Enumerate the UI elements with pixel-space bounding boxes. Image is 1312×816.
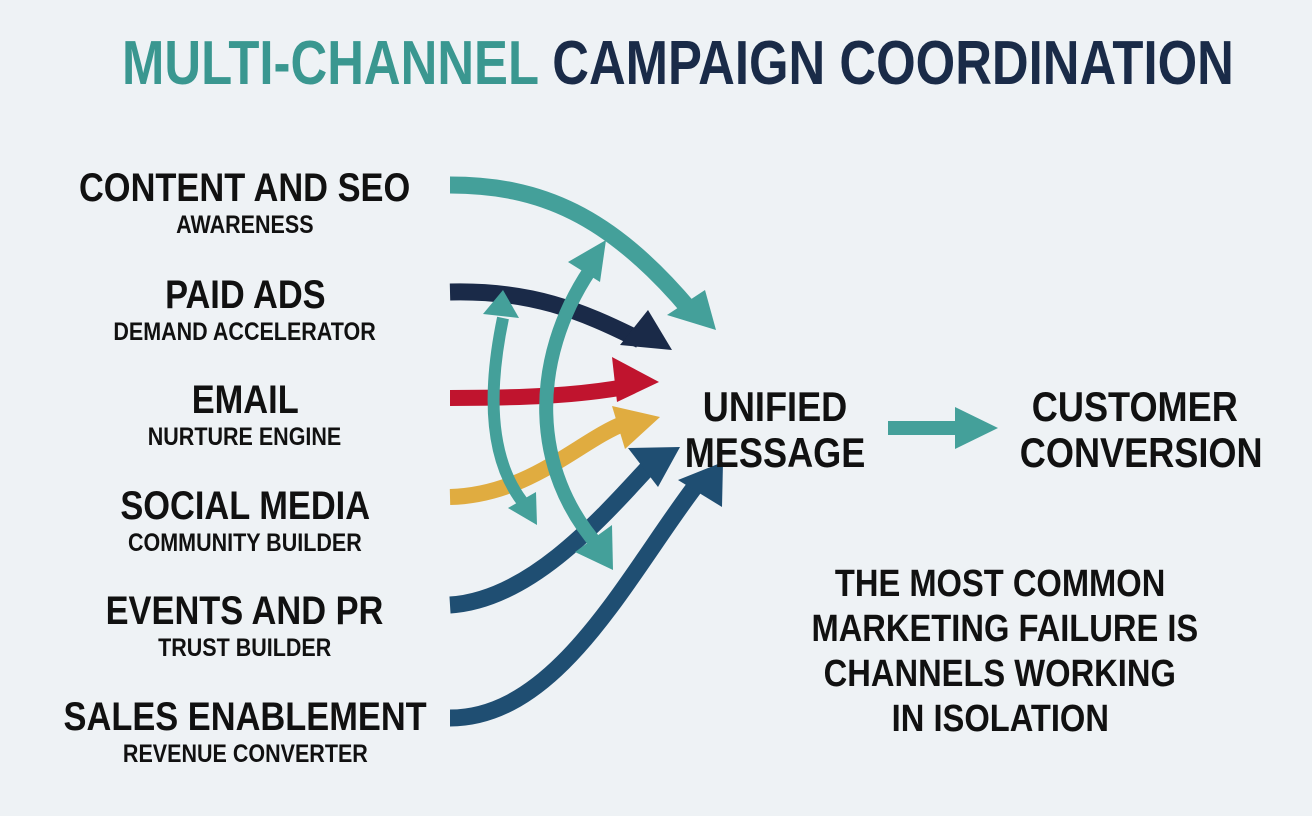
channel-role: REVENUE CONVERTER — [122, 740, 368, 768]
page-title: MULTI-CHANNEL CAMPAIGN COORDINATION — [0, 28, 1312, 99]
outcome-line-2: CONVERSION — [1019, 429, 1263, 476]
note-line: IN ISOLATION — [891, 698, 1109, 740]
hub-line-1: UNIFIED — [702, 383, 848, 430]
hub-unified-message: UNIFIED MESSAGE — [670, 384, 880, 476]
channel-arrow-paid-ads — [449, 283, 672, 350]
title-part-1: MULTI-CHANNEL — [122, 29, 539, 98]
channel-name: EMAIL — [191, 378, 299, 422]
channel-content-seo: CONTENT AND SEO AWARENESS — [20, 166, 470, 240]
channel-email: EMAIL NURTURE ENGINE — [20, 378, 470, 452]
feedback-arrow-inner — [483, 290, 537, 525]
channel-role: NURTURE ENGINE — [148, 423, 342, 451]
channel-name: CONTENT AND SEO — [79, 166, 411, 210]
hub-to-outcome-arrow — [888, 407, 998, 449]
channel-social-media: SOCIAL MEDIA COMMUNITY BUILDER — [20, 484, 470, 558]
channel-arrow-events-pr — [449, 447, 680, 614]
outcome-customer-conversion: CUSTOMER CONVERSION — [1000, 384, 1270, 476]
channel-name: SOCIAL MEDIA — [120, 484, 370, 528]
note-line: THE MOST COMMON — [834, 563, 1166, 605]
key-insight-note: THE MOST COMMON MARKETING FAILURE IS CHA… — [780, 562, 1220, 742]
channel-events-pr: EVENTS AND PR TRUST BUILDER — [20, 589, 470, 663]
channel-paid-ads: PAID ADS DEMAND ACCELERATOR — [20, 273, 470, 347]
channel-name: SALES ENABLEMENT — [63, 695, 427, 739]
title-part-2: CAMPAIGN COORDINATION — [552, 29, 1234, 98]
note-line: CHANNELS WORKING — [823, 653, 1177, 695]
note-line: MARKETING FAILURE IS — [811, 608, 1199, 650]
channel-role: COMMUNITY BUILDER — [128, 529, 362, 557]
hub-line-2: MESSAGE — [684, 429, 866, 476]
channel-arrow-sales — [449, 462, 723, 727]
channel-sales-enablement: SALES ENABLEMENT REVENUE CONVERTER — [20, 695, 470, 769]
channel-name: EVENTS AND PR — [106, 589, 384, 633]
outcome-line-1: CUSTOMER — [1031, 383, 1239, 430]
channel-role: AWARENESS — [176, 211, 314, 239]
channel-arrow-content-seo — [449, 176, 716, 330]
channel-role: DEMAND ACCELERATOR — [113, 318, 377, 346]
feedback-arrow-outer — [539, 240, 613, 570]
channel-name: PAID ADS — [164, 273, 326, 317]
channel-role: TRUST BUILDER — [158, 634, 332, 662]
